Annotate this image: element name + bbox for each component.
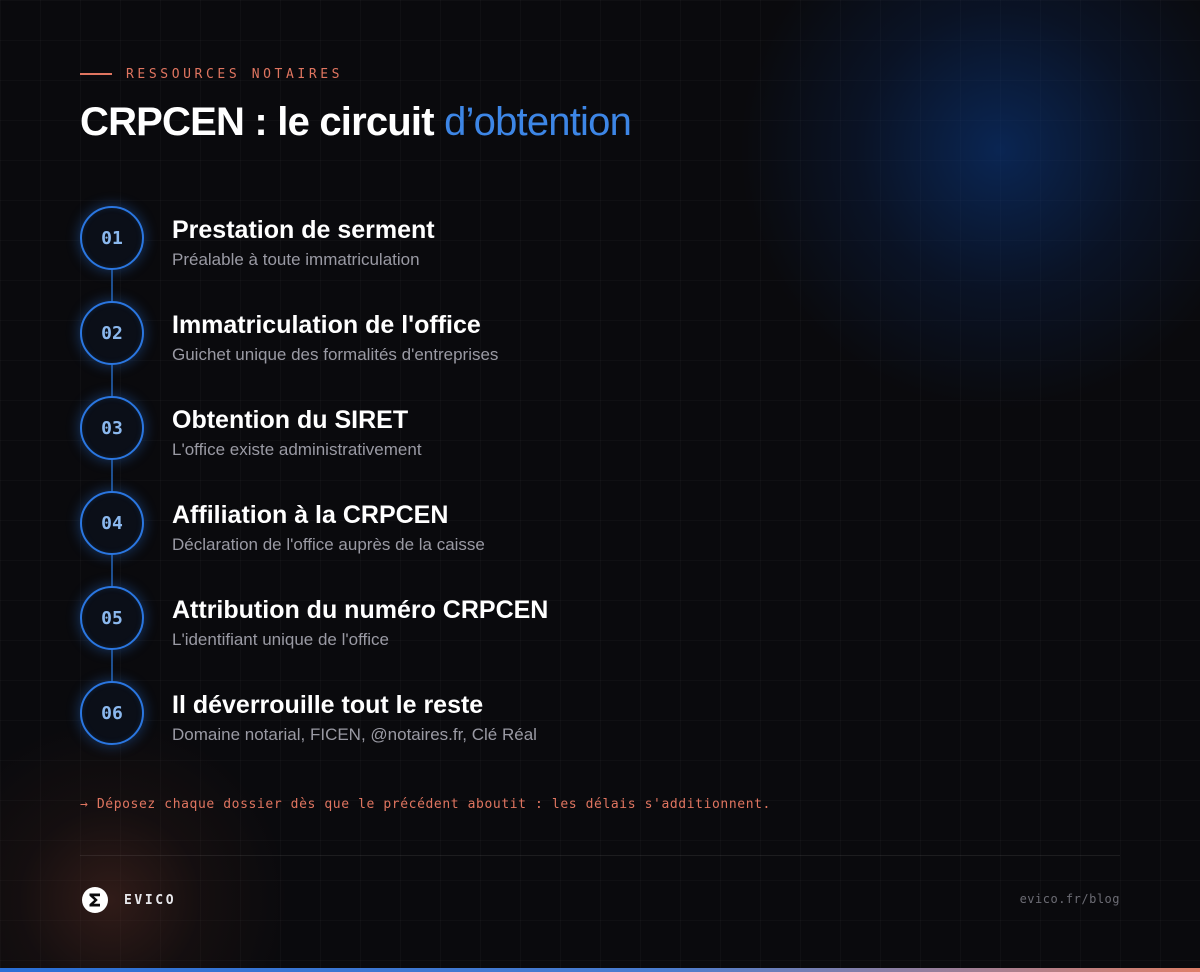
step-description: L'office existe administrativement bbox=[172, 440, 422, 459]
eyebrow: RESSOURCES NOTAIRES bbox=[80, 64, 343, 84]
footer-url: evico.fr/blog bbox=[1019, 892, 1120, 906]
step-number-badge: 05 bbox=[80, 586, 144, 650]
step-item: 04 Affiliation à la CRPCEN Déclaration d… bbox=[80, 491, 780, 588]
step-title: Obtention du SIRET bbox=[172, 406, 409, 434]
step-connector bbox=[111, 268, 113, 303]
page-title-main: CRPCEN : le circuit bbox=[80, 100, 445, 144]
bottom-accent-bar bbox=[0, 968, 1200, 972]
step-item: 01 Prestation de serment Préalable à tou… bbox=[80, 206, 780, 303]
eyebrow-text: RESSOURCES NOTAIRES bbox=[126, 66, 344, 82]
step-title: Attribution du numéro CRPCEN bbox=[172, 596, 549, 624]
steps-timeline: 01 Prestation de serment Préalable à tou… bbox=[80, 206, 780, 776]
step-title: Immatriculation de l'office bbox=[172, 311, 481, 339]
step-connector bbox=[111, 648, 113, 683]
step-number-badge: 03 bbox=[80, 396, 144, 460]
brand-name: EVICO bbox=[124, 892, 177, 908]
step-description: Guichet unique des formalités d'entrepri… bbox=[172, 345, 499, 364]
evico-logo-icon bbox=[82, 887, 108, 913]
step-connector bbox=[111, 363, 113, 398]
step-description: Déclaration de l'office auprès de la cai… bbox=[172, 535, 485, 554]
step-title: Affiliation à la CRPCEN bbox=[172, 501, 449, 529]
step-description: L'identifiant unique de l'office bbox=[172, 630, 389, 649]
page-title: CRPCEN : le circuit d’obtention bbox=[80, 100, 632, 145]
step-item: 03 Obtention du SIRET L'office existe ad… bbox=[80, 396, 780, 493]
step-number-badge: 01 bbox=[80, 206, 144, 270]
step-number-badge: 06 bbox=[80, 681, 144, 745]
page-title-accent: d’obtention bbox=[444, 100, 632, 144]
step-title: Il déverrouille tout le reste bbox=[172, 691, 484, 719]
step-description: Domaine notarial, FICEN, @notaires.fr, C… bbox=[172, 725, 537, 744]
step-number-badge: 02 bbox=[80, 301, 144, 365]
footer-brand: EVICO bbox=[81, 886, 176, 914]
step-title: Prestation de serment bbox=[172, 216, 435, 244]
step-number-badge: 04 bbox=[80, 491, 144, 555]
step-item: 06 Il déverrouille tout le reste Domaine… bbox=[80, 681, 780, 776]
step-description: Préalable à toute immatriculation bbox=[172, 250, 420, 269]
footer-divider bbox=[80, 855, 1120, 856]
step-item: 02 Immatriculation de l'office Guichet u… bbox=[80, 301, 780, 398]
step-connector bbox=[111, 458, 113, 493]
eyebrow-line bbox=[80, 73, 112, 75]
tip-note: → Déposez chaque dossier dès que le préc… bbox=[80, 797, 771, 812]
step-item: 05 Attribution du numéro CRPCEN L'identi… bbox=[80, 586, 780, 683]
step-connector bbox=[111, 553, 113, 588]
